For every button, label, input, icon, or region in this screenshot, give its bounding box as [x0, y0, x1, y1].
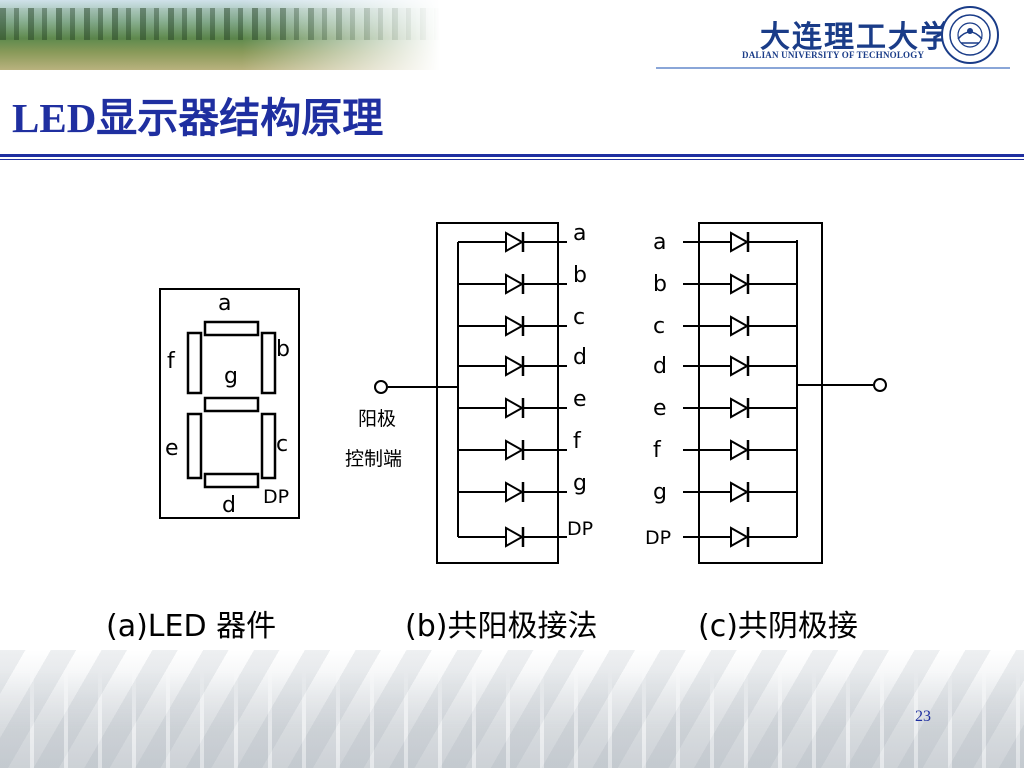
diode-icon — [729, 525, 750, 549]
segment-label-c: c — [276, 432, 288, 457]
diode-icon — [729, 272, 750, 296]
cathode-pin-label-b: b — [653, 272, 667, 297]
seven-segment-device: a b c d e f g DP — [159, 288, 300, 519]
logo-underline — [656, 67, 1010, 69]
segment-e — [186, 412, 203, 480]
anode-control-label-line2: 控制端 — [345, 448, 402, 470]
diode-icon — [729, 438, 750, 462]
anode-pin-label-a: a — [573, 221, 586, 246]
university-seal-icon — [941, 6, 999, 64]
cathode-pin-label-f: f — [653, 438, 662, 463]
diode-icon — [504, 230, 525, 254]
university-logo-english: DALIAN UNIVERSITY OF TECHNOLOGY — [742, 50, 925, 60]
anode-row-d — [458, 354, 567, 378]
diode-icon — [504, 314, 525, 338]
common-anode-frame — [436, 222, 559, 564]
caption-led-device: (a)LED 器件 — [106, 609, 276, 644]
footer-background — [0, 650, 1024, 768]
segment-g — [203, 396, 260, 413]
anode-row-g — [458, 480, 567, 504]
diode-icon — [729, 230, 750, 254]
segment-b — [260, 331, 277, 395]
cathode-row-g — [683, 480, 797, 504]
cathode-pin-label-g: g — [653, 480, 667, 505]
page-number: 23 — [915, 708, 931, 725]
diode-icon — [504, 396, 525, 420]
segment-c — [260, 412, 277, 480]
diode-icon — [729, 354, 750, 378]
diode-icon — [504, 525, 525, 549]
segment-label-g: g — [224, 364, 238, 389]
banner-trees — [0, 8, 440, 40]
diode-icon — [729, 396, 750, 420]
cathode-row-d — [683, 354, 797, 378]
anode-pin-label-e: e — [573, 387, 587, 412]
cathode-row-c — [683, 314, 797, 338]
caption-common-cathode: (c)共阴极接 — [698, 609, 858, 644]
seven-segment-frame — [159, 288, 300, 519]
segment-label-f: f — [167, 349, 176, 374]
anode-row-c — [458, 314, 567, 338]
segment-label-d: d — [222, 493, 236, 518]
cathode-control-terminal — [873, 378, 887, 392]
diode-icon — [504, 272, 525, 296]
header-banner-photo — [0, 0, 440, 70]
anode-pin-label-f: f — [573, 429, 582, 454]
cathode-pin-label-a: a — [653, 230, 666, 255]
title-rule — [0, 154, 1024, 157]
cathode-row-dp — [683, 525, 797, 549]
diode-icon — [729, 480, 750, 504]
anode-row-dp — [458, 525, 567, 549]
segment-d — [203, 472, 260, 489]
cathode-row-a — [683, 230, 797, 254]
segment-f — [186, 331, 203, 395]
common-cathode-frame — [698, 222, 823, 564]
anode-control-terminal — [374, 380, 388, 394]
caption-common-anode: (b)共阳极接法 — [405, 609, 597, 644]
segment-a — [203, 320, 260, 337]
anode-row-b — [458, 272, 567, 296]
segment-label-e: e — [165, 436, 179, 461]
segment-label-dp: DP — [263, 486, 289, 508]
slide-title: LED显示器结构原理 — [12, 95, 384, 141]
segment-label-b: b — [276, 337, 290, 362]
diode-icon — [504, 354, 525, 378]
anode-pin-label-dp: DP — [567, 518, 593, 540]
anode-row-f — [458, 438, 567, 462]
diode-icon — [504, 480, 525, 504]
cathode-pin-label-dp: DP — [645, 527, 671, 549]
university-logo-chinese: 大连理工大学 — [760, 20, 952, 55]
anode-pin-label-d: d — [573, 345, 587, 370]
diode-icon — [729, 314, 750, 338]
segment-label-a: a — [218, 291, 231, 316]
diode-icon — [504, 438, 525, 462]
anode-pin-label-c: c — [573, 305, 585, 330]
anode-row-a — [458, 230, 567, 254]
title-rule-thin — [0, 159, 1024, 160]
cathode-row-f — [683, 438, 797, 462]
anode-control-label-line1: 阳极 — [358, 408, 396, 430]
cathode-pin-label-e: e — [653, 396, 667, 421]
anode-pin-label-b: b — [573, 263, 587, 288]
footer-keyboard-pattern — [0, 670, 1024, 768]
cathode-row-e — [683, 396, 797, 420]
anode-pin-label-g: g — [573, 471, 587, 496]
cathode-pin-label-d: d — [653, 354, 667, 379]
anode-row-e — [458, 396, 567, 420]
cathode-pin-label-c: c — [653, 314, 665, 339]
cathode-row-b — [683, 272, 797, 296]
